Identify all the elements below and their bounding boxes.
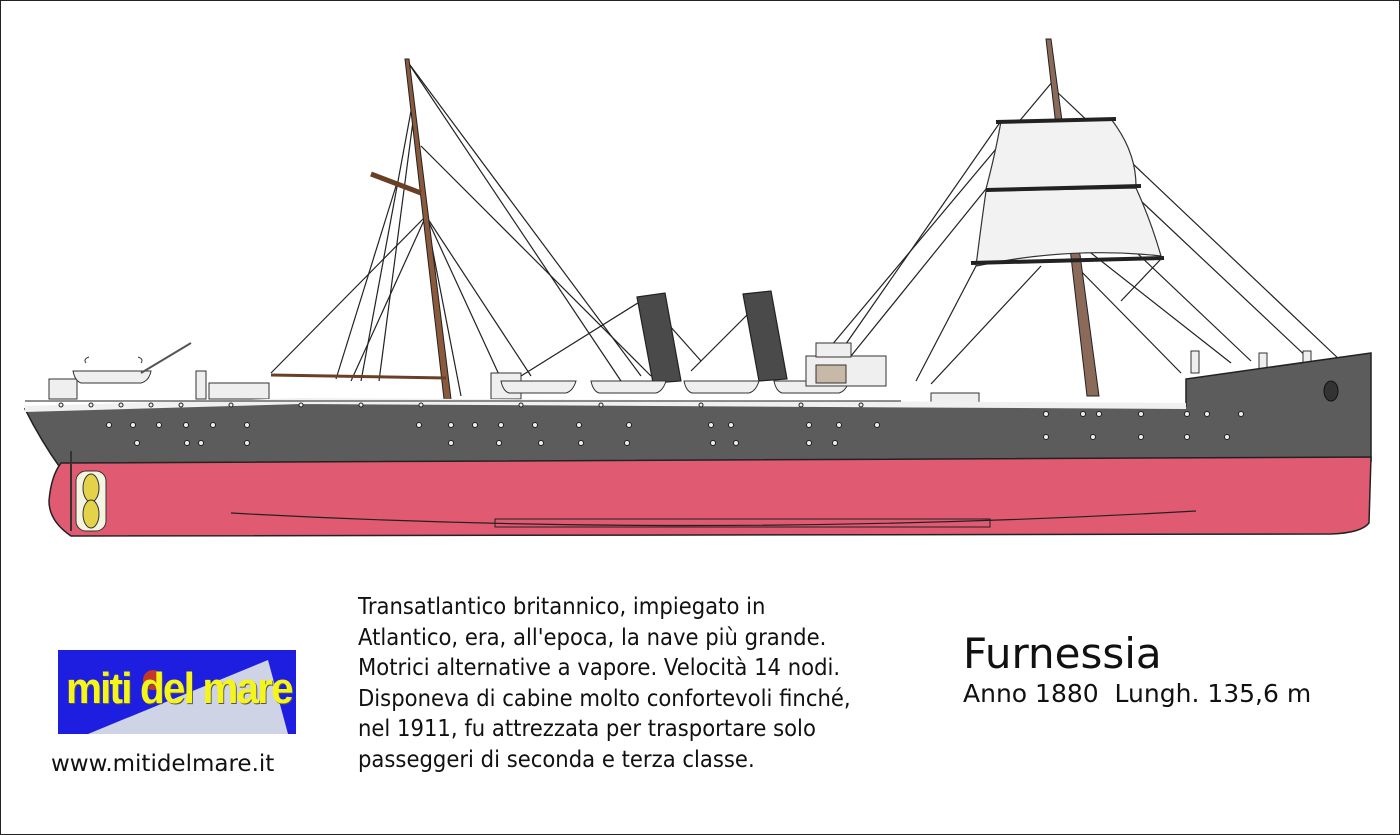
logo-text: miti del mare — [66, 664, 294, 713]
ship-name: Furnessia — [963, 629, 1162, 678]
miti-del-mare-logo: miti del mare — [58, 650, 296, 734]
description-line: Transatlantico britannico, impiegato in — [358, 594, 766, 620]
description-line: Motrici alternative a vapore. Velocità 1… — [358, 655, 841, 681]
sails — [970, 117, 1165, 267]
hull — [23, 352, 1372, 537]
fore-mast — [270, 58, 452, 400]
ship-description: Transatlantico britannico, impiegato in … — [358, 592, 910, 775]
description-line: passeggeri di seconda e terza classe. — [358, 746, 755, 773]
propeller — [75, 470, 107, 532]
ship-illustration — [23, 38, 1372, 537]
logo-sail-graphic — [88, 660, 288, 734]
portholes — [58, 402, 1244, 446]
description-line: Atlantico, era, all'epoca, la nave più g… — [358, 624, 827, 651]
ship-subtitle: Anno 1880 Lungh. 135,6 m — [963, 679, 1312, 708]
funnels — [636, 290, 788, 384]
hawse-hole — [1323, 380, 1339, 402]
description-line: nel 1911, fu attrezzata per trasportare … — [358, 716, 816, 742]
website-url: www.mitidelmare.it — [51, 751, 275, 777]
rigging — [270, 60, 1342, 397]
description-line: Disponeva di cabine molto confortevoli f… — [358, 685, 851, 712]
